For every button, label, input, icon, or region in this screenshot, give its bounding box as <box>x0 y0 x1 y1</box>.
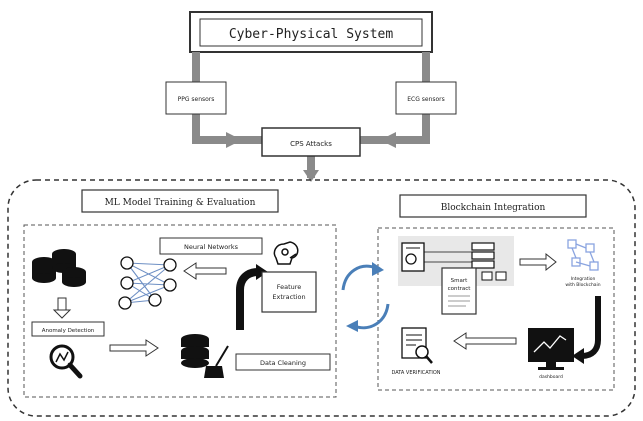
pipe-network <box>192 52 430 178</box>
sensor-right: ECG sensors <box>395 81 457 115</box>
neural-networks-box: Neural Networks <box>159 237 263 255</box>
smart-contract-doc: Smart contract <box>441 267 477 315</box>
sensor-left-label: PPG sensors <box>178 96 215 103</box>
smart-contract-label-2: contract <box>448 286 472 292</box>
pipe-arrow-down <box>303 170 319 182</box>
outer-dashed-container <box>7 179 636 417</box>
server-icon <box>471 242 495 269</box>
blockchain-inner-panel <box>377 227 615 391</box>
pipe-arrow-left <box>226 132 242 148</box>
cps-title: Cyber-Physical System <box>229 27 394 42</box>
arrow-tech-to-network <box>519 252 557 272</box>
arrow-db-to-anomaly <box>52 297 72 319</box>
brain-icon <box>273 241 299 265</box>
smart-contract-label-1: Smart <box>451 278 468 284</box>
cps-title-box: Cyber-Physical System <box>189 11 433 53</box>
cycle-arrows-icon <box>341 264 390 330</box>
sensor-left: PPG sensors <box>165 81 227 115</box>
cps-attacks-box: CPS Attacks <box>261 127 361 157</box>
pipe-arrows <box>226 132 396 182</box>
arrow-dashboard-to-verification <box>453 332 517 350</box>
magnifier-icon <box>49 344 83 379</box>
dashboard-label: dashboard <box>539 374 563 380</box>
arrow-anomaly-to-cleaning <box>109 339 159 357</box>
database-icon <box>32 249 86 287</box>
ml-section-title-box: ML Model Training & Evaluation <box>81 189 279 213</box>
thick-arrow-network-to-dashboard <box>572 296 601 364</box>
cycle-arrow-top <box>341 264 377 291</box>
network-label-1: Integration <box>571 276 596 282</box>
blockchain-network-icon <box>567 239 599 271</box>
cps-attacks-label: CPS Attacks <box>290 140 332 148</box>
blockchain-section-title: Blockchain Integration <box>441 203 546 213</box>
network-label-2: with Blockchain <box>565 282 600 288</box>
arrow-feature-to-nn <box>183 262 227 280</box>
cycle-arrowheads <box>346 262 384 332</box>
neural-network-icon <box>118 256 177 310</box>
dashboard-monitor-icon: dashboard <box>528 328 574 380</box>
data-cleaning-db-icon <box>181 334 209 368</box>
feature-extraction-label-2: Extraction <box>272 293 305 301</box>
blockchain-section-title-box: Blockchain Integration <box>399 194 587 218</box>
data-cleaning-box: Data Cleaning <box>235 353 331 371</box>
data-cleaning-label: Data Cleaning <box>260 359 306 367</box>
sensor-right-label: ECG sensors <box>407 96 445 103</box>
anomaly-detection-label: Anomaly Detection <box>42 328 95 334</box>
chain-blocks-icon <box>481 271 507 281</box>
data-verification-label: DATA VERIFICATION <box>391 370 440 376</box>
anomaly-detection-box: Anomaly Detection <box>31 321 105 337</box>
pipe-arrow-right <box>380 132 396 148</box>
neural-networks-label: Neural Networks <box>184 243 239 251</box>
feature-extraction-box: Feature Extraction <box>261 271 317 313</box>
feature-extraction-label-1: Feature <box>277 283 302 291</box>
ml-inner-panel <box>23 224 337 398</box>
broom-icon <box>204 345 229 378</box>
data-verification-icon <box>401 327 433 364</box>
ml-section-title: ML Model Training & Evaluation <box>105 198 256 208</box>
gear-icon <box>405 253 417 265</box>
cycle-arrow-bottom <box>353 303 390 330</box>
document-icon <box>401 242 425 272</box>
